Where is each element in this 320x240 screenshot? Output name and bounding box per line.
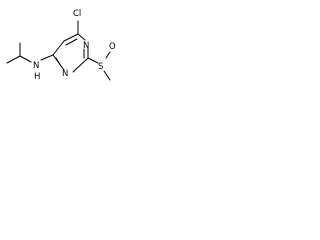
bond-s-methyl (103, 70, 111, 81)
bond-c4-c5 (52, 40, 65, 56)
bond-c5-c6-b (65, 38, 78, 46)
atom-label-h: H (34, 72, 40, 82)
molecule-structure: Cl N N N H S O (6, 9, 116, 82)
atom-label-s: S (98, 62, 103, 72)
atom-label-nh: N (33, 61, 39, 71)
bond-nh-ch (19, 55, 32, 63)
atom-labels: Cl N N N H S O (33, 9, 116, 82)
bond-s-o (105, 51, 111, 59)
bond-ch-methyl-2 (6, 55, 21, 64)
atom-label-o: O (109, 42, 116, 52)
bond-c2-n3 (72, 57, 89, 73)
bond-n3-c4-b (55, 57, 62, 67)
atom-label-n-bottom: N (62, 69, 68, 79)
bond-layer (6, 20, 111, 81)
bond-c2-s (87, 57, 99, 64)
bond-c5-c6-a (63, 33, 79, 42)
atom-label-n-top: N (83, 41, 89, 51)
bond-c6-n1 (77, 33, 86, 41)
atom-label-cl: Cl (73, 9, 81, 19)
molecule-canvas: Cl N N N H S O (0, 0, 123, 93)
bond-c4-nh (40, 54, 54, 61)
